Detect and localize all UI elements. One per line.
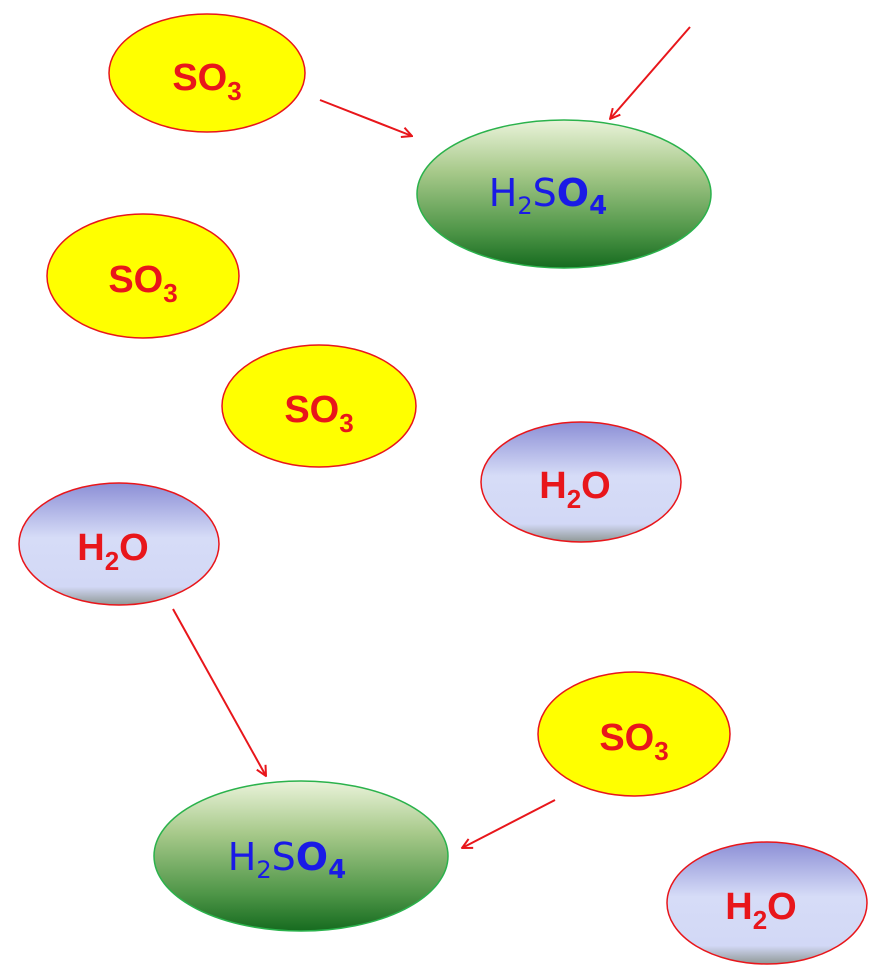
acid-2-osub: 4 xyxy=(328,855,346,885)
h2o-molecule-2: H2O xyxy=(18,482,220,606)
so3-molecule-1: SO3 xyxy=(108,13,306,133)
svg-text:H2O: H2O xyxy=(77,527,148,576)
svg-text:H2SO4: H2SO4 xyxy=(228,835,346,885)
svg-text:SO3: SO3 xyxy=(172,57,241,106)
so3-2-sub: 3 xyxy=(163,278,177,308)
svg-text:SO3: SO3 xyxy=(108,259,177,308)
arrow-so3-to-acid-bottom xyxy=(462,799,556,848)
acid-2-o: O xyxy=(296,835,328,879)
h2o-molecule-1: H2O xyxy=(480,421,682,543)
so3-2-base: SO xyxy=(108,259,163,301)
so3-3-sub: 3 xyxy=(339,408,353,438)
so3-4-base: SO xyxy=(599,717,654,759)
h2o-2-pre: H xyxy=(77,527,104,569)
h2so4-molecule-1: H2SO4 xyxy=(416,119,712,269)
h2o-molecule-3: H2O xyxy=(666,841,868,965)
h2o-1-post: O xyxy=(581,465,611,507)
h2o-3-sub: 2 xyxy=(753,905,767,935)
h2o-1-pre: H xyxy=(539,465,566,507)
so3-1-sub: 3 xyxy=(227,76,241,106)
so3-molecule-4: SO3 xyxy=(537,671,731,797)
so3-3-base: SO xyxy=(284,389,339,431)
h2o-2-post: O xyxy=(119,527,149,569)
acid-2-pre: H xyxy=(228,835,257,879)
acid-1-pre: H xyxy=(489,171,518,215)
svg-text:SO3: SO3 xyxy=(599,717,668,766)
h2o-2-sub: 2 xyxy=(105,546,119,576)
arrow-into-acid-top-right xyxy=(610,26,691,119)
so3-molecule-3: SO3 xyxy=(221,344,417,468)
svg-text:H2O: H2O xyxy=(539,465,610,514)
acid-1-mid: S xyxy=(533,171,557,215)
acid-1-sub: 2 xyxy=(517,192,532,220)
arrow-h2o-to-acid-bottom xyxy=(172,608,266,776)
acid-2-sub: 2 xyxy=(256,856,271,884)
h2so4-molecule-2: H2SO4 xyxy=(153,780,449,932)
acid-1-osub: 4 xyxy=(589,191,607,221)
svg-text:SO3: SO3 xyxy=(284,389,353,438)
h2o-3-pre: H xyxy=(725,886,752,928)
acid-2-mid: S xyxy=(272,835,296,879)
h2o-3-post: O xyxy=(767,886,797,928)
so3-molecule-2: SO3 xyxy=(46,213,240,339)
so3-4-sub: 3 xyxy=(654,736,668,766)
svg-text:H2SO4: H2SO4 xyxy=(489,171,607,221)
arrow-so3-to-acid-top xyxy=(319,99,412,136)
so3-1-base: SO xyxy=(172,57,227,99)
svg-text:H2O: H2O xyxy=(725,886,796,935)
h2o-1-sub: 2 xyxy=(567,484,581,514)
acid-1-o: O xyxy=(557,171,589,215)
